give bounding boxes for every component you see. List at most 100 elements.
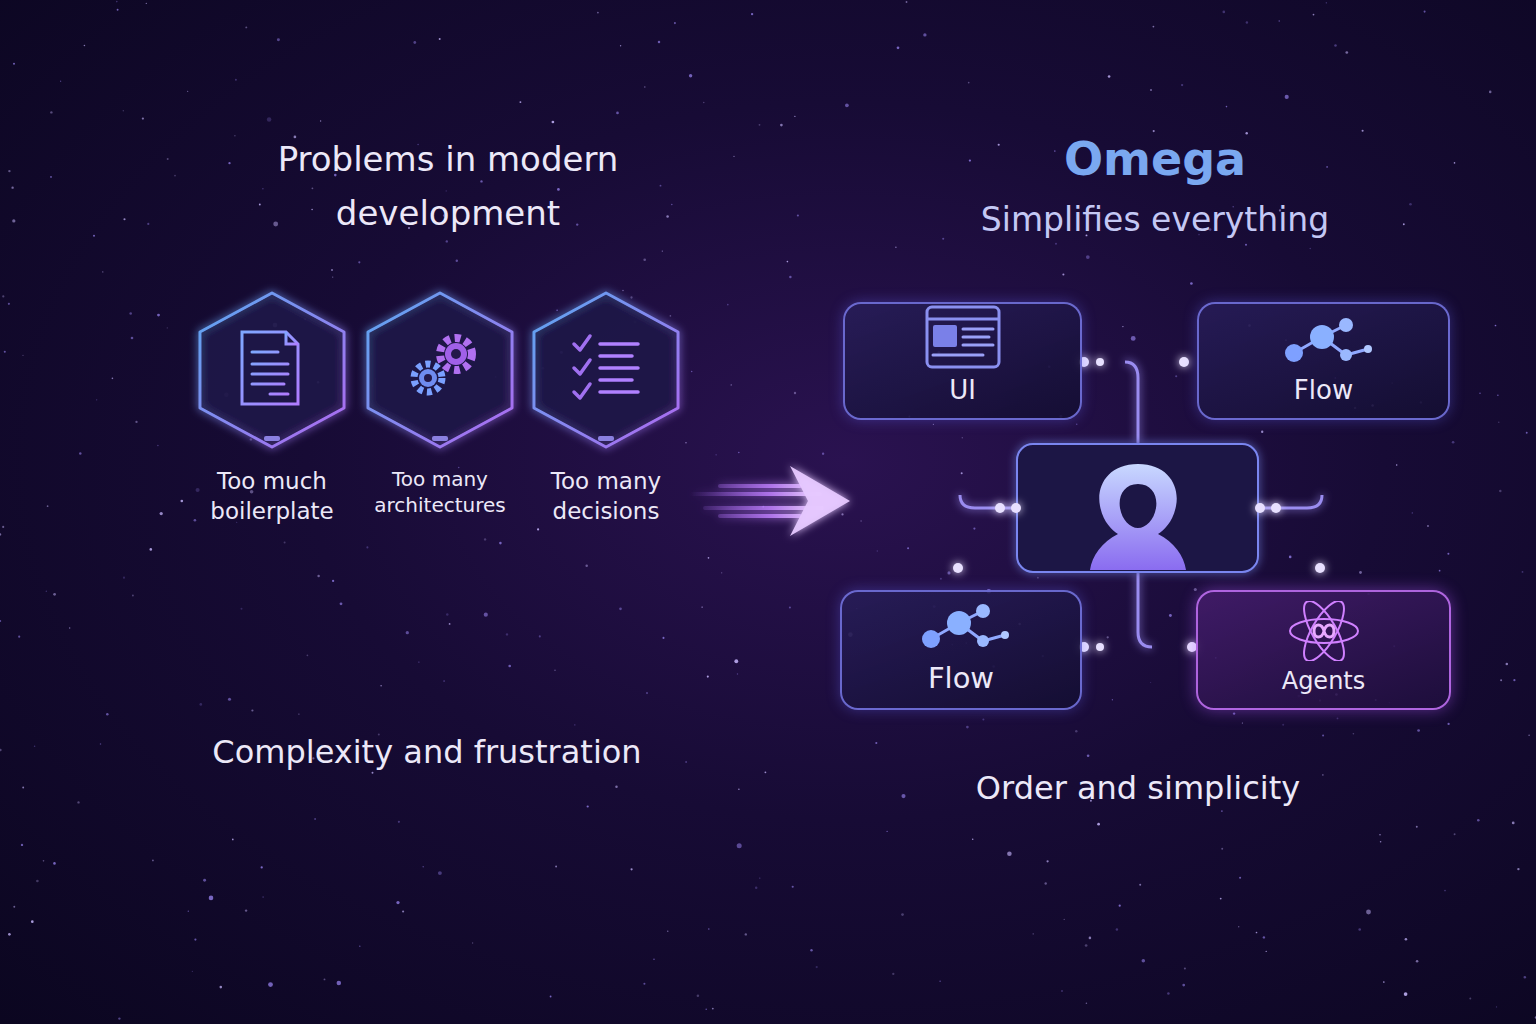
star [129, 312, 132, 315]
star [359, 946, 360, 947]
star [552, 121, 555, 124]
star [228, 162, 230, 164]
star [1358, 928, 1361, 931]
star [658, 41, 661, 44]
star [1326, 2, 1327, 3]
star [439, 38, 441, 40]
star [1279, 20, 1280, 21]
star [733, 156, 734, 157]
star [194, 519, 197, 522]
problem-caption: Too much boilerplate [186, 466, 358, 527]
star [284, 542, 286, 544]
star [53, 593, 56, 596]
module-box: Flow [840, 590, 1082, 710]
star [1517, 868, 1519, 870]
star [1380, 841, 1382, 843]
star [1524, 976, 1527, 979]
problem-hexagon: Too much boilerplate [186, 290, 358, 527]
star [188, 911, 189, 912]
star [50, 111, 52, 113]
star [1037, 577, 1039, 579]
star [616, 112, 619, 115]
star [1239, 877, 1241, 879]
star [1500, 679, 1502, 681]
star [1379, 834, 1380, 835]
star [116, 1, 118, 3]
star [662, 637, 664, 639]
star [794, 116, 795, 117]
star [251, 709, 253, 711]
star [841, 513, 843, 515]
star [630, 296, 632, 298]
star [1496, 1006, 1497, 1007]
star [12, 219, 15, 222]
star [947, 571, 950, 574]
star [100, 743, 101, 744]
module-box: Agents [1196, 590, 1451, 710]
star [901, 913, 904, 916]
star [1245, 244, 1247, 246]
star [262, 896, 264, 898]
star [31, 920, 34, 923]
star [232, 839, 234, 841]
star [615, 786, 618, 789]
star [901, 794, 905, 798]
star [480, 180, 482, 182]
star [1086, 1003, 1088, 1005]
star [738, 452, 740, 454]
star [160, 512, 163, 515]
star [643, 983, 645, 985]
star [157, 314, 160, 317]
star [703, 102, 704, 103]
star [1167, 992, 1170, 995]
star [537, 528, 539, 530]
star [1495, 325, 1497, 327]
star [1131, 336, 1136, 341]
star [1383, 981, 1385, 983]
star [1439, 570, 1441, 572]
star [1085, 944, 1088, 947]
star [366, 546, 368, 548]
star [277, 38, 280, 41]
star [8, 170, 10, 172]
star [969, 159, 971, 161]
star [259, 204, 261, 206]
module-icon [923, 305, 1003, 369]
star [358, 261, 360, 263]
star [1424, 11, 1426, 13]
star [1522, 571, 1524, 573]
star [446, 190, 447, 191]
problem-caption: Too many decisions [520, 466, 692, 527]
star [620, 45, 621, 46]
star [314, 818, 316, 820]
module-icon [1274, 309, 1374, 369]
star [209, 896, 214, 901]
star [1289, 556, 1292, 559]
star [1119, 905, 1121, 907]
star [1233, 712, 1235, 714]
star [449, 623, 451, 625]
star [1404, 992, 1408, 996]
star [1322, 774, 1323, 775]
star [972, 838, 974, 840]
star [643, 258, 646, 261]
star [77, 801, 79, 803]
star [235, 79, 237, 81]
star [0, 620, 1, 622]
star [1089, 937, 1092, 940]
star [555, 866, 557, 868]
star [93, 235, 95, 237]
star [142, 117, 144, 119]
star [708, 557, 710, 559]
star [0, 749, 2, 752]
star [1112, 699, 1113, 700]
star [294, 136, 297, 139]
star [499, 542, 502, 545]
star [939, 981, 940, 982]
star [1396, 464, 1398, 466]
star [196, 488, 200, 492]
star [1182, 984, 1185, 987]
star [1181, 84, 1183, 86]
star [1150, 89, 1152, 91]
star [886, 831, 887, 832]
